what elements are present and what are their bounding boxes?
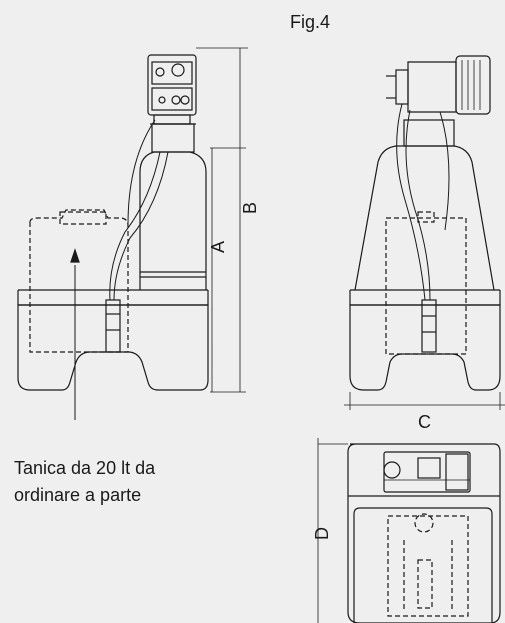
side-view: [17, 47, 248, 420]
front-base: [349, 304, 501, 391]
dim-label-b: B: [240, 202, 260, 214]
tank-note-line-1: Tanica da 20 lt da: [14, 458, 156, 478]
front-tank-body: [354, 145, 495, 291]
side-base: [17, 304, 209, 391]
dim-label-d: D: [312, 527, 332, 540]
front-foot-valve: [421, 299, 437, 353]
front-view: [344, 55, 505, 410]
top-jerrycan: [387, 513, 469, 617]
dim-label-c: C: [418, 412, 431, 432]
side-pump-head: [147, 54, 197, 116]
tank-note-line-2: ordinare a parte: [14, 485, 142, 505]
dim-label-a: A: [208, 241, 228, 253]
front-jerrycan: [385, 211, 467, 355]
side-tank-body: [139, 151, 207, 290]
top-view: [317, 438, 501, 623]
side-jerrycan: [29, 209, 129, 353]
side-foot-valve: [105, 299, 121, 353]
front-pump-body: [407, 61, 457, 113]
figure-title: Fig.4: [290, 12, 331, 32]
tank-note: Tanica da 20 lt da ordinare a parte: [14, 455, 155, 509]
top-outline: [347, 443, 501, 623]
